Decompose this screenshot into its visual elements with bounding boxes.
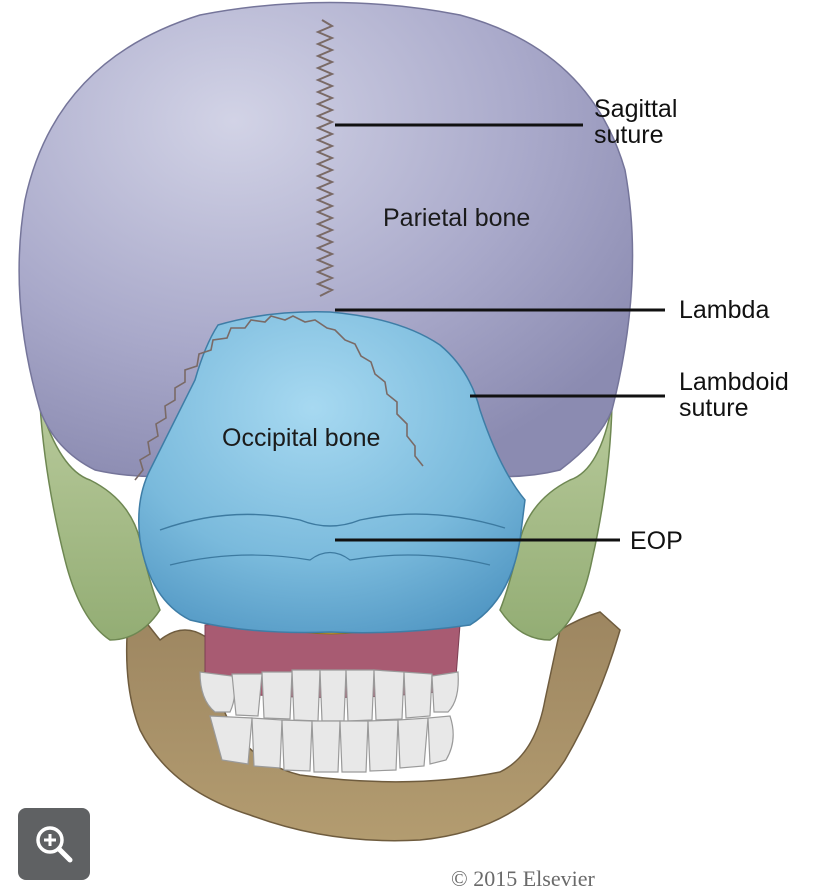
label-sagittal-suture-line2: suture [594, 122, 677, 148]
label-lambda: Lambda [679, 297, 769, 323]
label-parietal-bone: Parietal bone [383, 204, 530, 233]
zoom-in-icon [18, 808, 90, 880]
zoom-in-button[interactable] [18, 808, 90, 880]
label-sagittal-suture-line1: Sagittal [594, 96, 677, 122]
copyright-notice: © 2015 Elsevier [451, 866, 595, 892]
teeth [200, 670, 458, 772]
label-lambdoid-suture-line1: Lambdoid [679, 369, 789, 395]
label-eop: EOP [630, 528, 683, 554]
label-occipital-bone: Occipital bone [222, 424, 380, 453]
label-sagittal-suture: Sagittal suture [594, 96, 677, 148]
label-lambdoid-suture: Lambdoid suture [679, 369, 789, 421]
label-lambdoid-suture-line2: suture [679, 395, 789, 421]
